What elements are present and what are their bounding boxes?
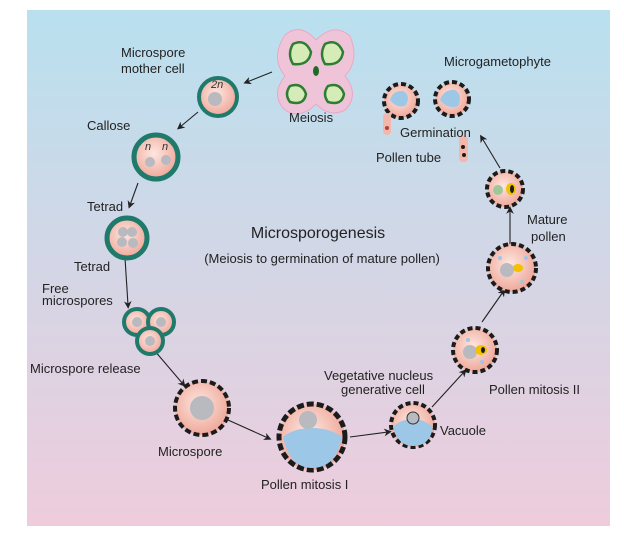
free-microspores [122,307,176,356]
label-germination: Germination [400,125,471,140]
callose-cell [131,132,181,182]
pollen-mitosis-2-cell [451,326,499,374]
tetrad-cell [104,215,150,261]
label-mother-cell: mother cell [121,61,185,76]
label-microspore-stage: Microspore [158,444,222,459]
diagram-title: Microsporogenesis [251,225,385,242]
label-pollen-tube: Pollen tube [376,150,441,165]
germinating-pollen [382,80,471,162]
label-callose: Callose [87,118,130,133]
ploidy-2n: 2n [210,79,223,91]
label-vacuole: Vacuole [440,423,486,438]
label-tetrad-top: Tetrad [87,199,123,214]
cycle-arrows [123,71,514,440]
microspore-cell [173,379,231,437]
mature-pollen-cell [486,242,538,294]
label-pollen-mitosis-2: Pollen mitosis II [489,382,580,397]
label-meiosis: Meiosis [289,110,334,125]
label-mature: Mature [527,212,567,227]
label-free: Free [42,281,69,296]
pollen-mitosis-1-cell [276,401,348,473]
label-vegetative-nucleus: Vegetative nucleus [324,368,434,383]
label-pollen-mitosis-1: Pollen mitosis I [261,477,348,492]
meiosis-anther [277,29,355,115]
label-tetrad-bottom: Tetrad [74,259,110,274]
microspore-mother-cell [197,76,239,118]
label-generative-cell: generative cell [341,382,425,397]
vacuole-cell [389,401,437,449]
ploidy-n-b: n [162,141,168,153]
ploidy-n-a: n [145,141,151,153]
label-microgametophyte: Microgametophyte [444,54,551,69]
mature-pollen-cell-2 [485,169,525,209]
label-microspore-release: Microspore release [30,361,141,376]
label-microspore: Microspore [121,45,185,60]
label-pollen: pollen [531,229,566,244]
label-microspores: microspores [42,293,113,308]
diagram-subtitle: (Meiosis to germination of mature pollen… [204,251,440,266]
